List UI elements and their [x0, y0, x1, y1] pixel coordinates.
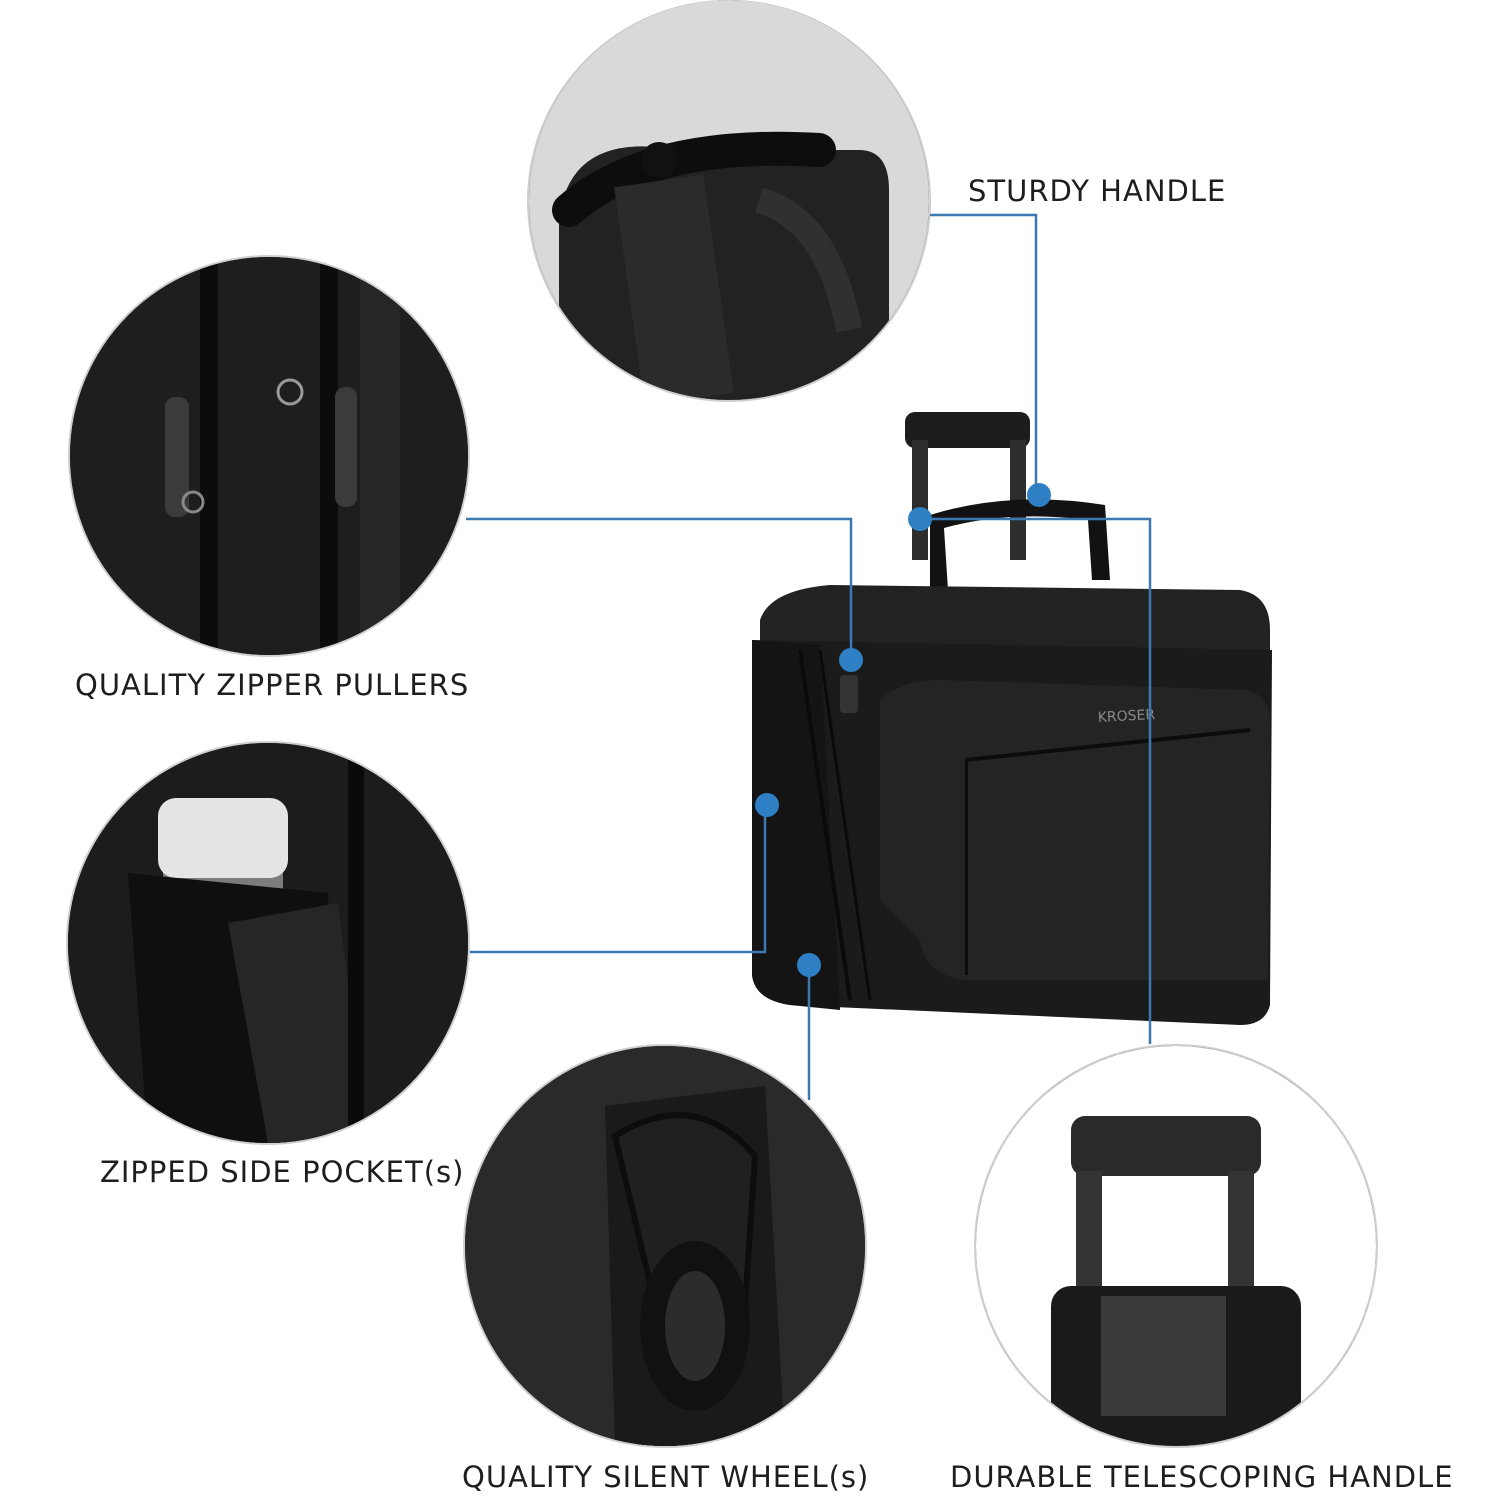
- label-zipper-pullers: QUALITY ZIPPER PULLERS: [75, 668, 470, 702]
- telescoping-closeup-image: [976, 1046, 1376, 1446]
- callout-line-handle: [930, 213, 1038, 495]
- callout-dot-telescoping: [908, 507, 932, 531]
- combination-lock: [840, 675, 858, 713]
- detail-circle-handle: [527, 0, 931, 402]
- callout-dot-wheel: [797, 953, 821, 977]
- trolley-grip: [905, 412, 1030, 448]
- callout-dot-zippers: [839, 648, 863, 672]
- callout-dot-handle: [1027, 483, 1051, 507]
- zipper-closeup-image: [70, 257, 468, 655]
- label-silent-wheel: QUALITY SILENT WHEEL(s): [462, 1460, 870, 1494]
- handle-closeup-image: [529, 0, 929, 400]
- callout-line-telescoping: [920, 517, 1152, 1044]
- label-sturdy-handle: STURDY HANDLE: [968, 174, 1227, 208]
- label-telescoping-handle: DURABLE TELESCOPING HANDLE: [950, 1460, 1454, 1494]
- detail-circle-telescoping: [974, 1044, 1378, 1448]
- callout-line-zippers: [466, 517, 853, 660]
- callout-dot-side-pocket: [755, 793, 779, 817]
- wheel-closeup-image: [465, 1046, 865, 1446]
- detail-circle-side-pocket: [66, 741, 470, 1145]
- detail-circle-zippers: [68, 255, 470, 657]
- carry-handle: [930, 499, 1110, 590]
- detail-circle-wheel: [463, 1044, 867, 1448]
- side-pocket-closeup-image: [68, 743, 468, 1143]
- brand-logo: KROSER: [1097, 707, 1155, 726]
- callout-line-side-pocket: [470, 805, 767, 954]
- label-side-pocket: ZIPPED SIDE POCKET(s): [100, 1155, 465, 1189]
